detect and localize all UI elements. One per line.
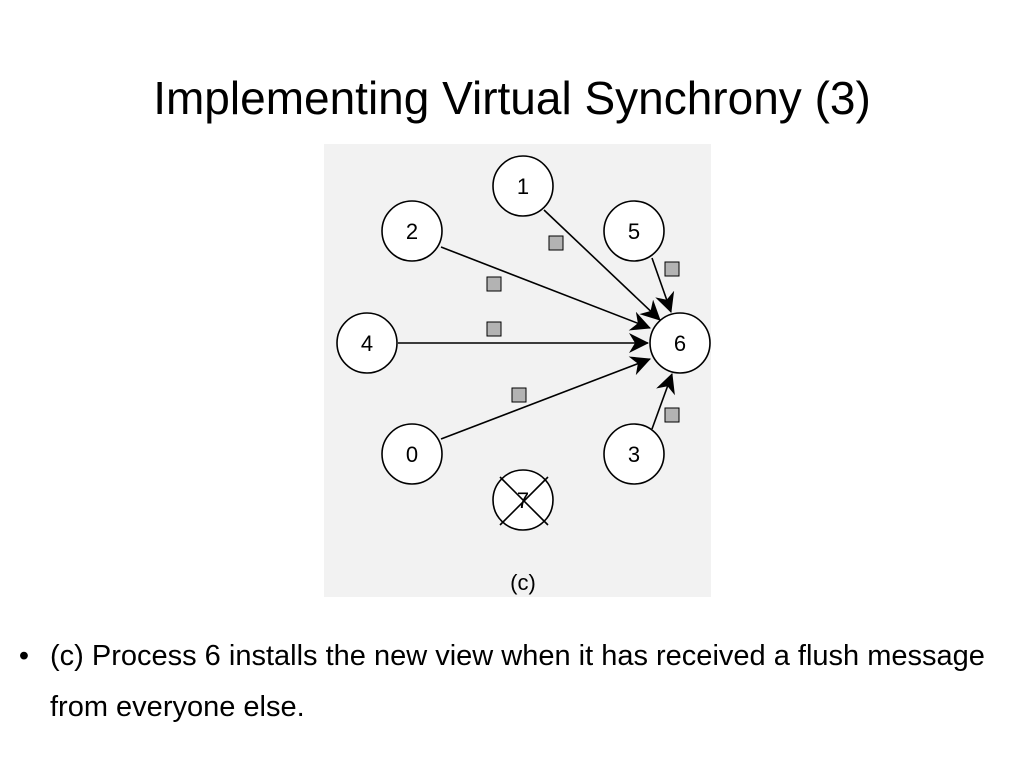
process-node-0: 0 [381,423,443,485]
arrow-1-to-6 [543,209,661,321]
process-node-2: 2 [381,200,443,262]
flush-message-0 [511,387,527,403]
process-node-5: 5 [603,200,665,262]
flush-message-5 [664,261,680,277]
diagram-canvas: 1 2 5 4 6 0 3 7 [336,155,711,595]
flush-arrows [398,209,675,440]
process-node-3: 3 [603,423,665,485]
flush-message-1 [548,235,564,251]
process-label-2: 2 [406,219,418,244]
process-node-7-crashed: 7 [492,469,554,531]
arrow-2-to-6 [440,246,651,331]
arrow-0-to-6 [440,356,651,440]
flush-message-3 [664,407,680,423]
bullet-item: • (c) Process 6 installs the new view wh… [0,631,1024,733]
arrow-3-to-6 [651,373,675,430]
virtual-synchrony-diagram: 1 2 5 4 6 0 3 7 [324,144,711,597]
process-label-5: 5 [628,219,640,244]
process-label-6: 6 [674,331,686,356]
flush-message-boxes [486,235,680,423]
bullet-text: (c) Process 6 installs the new view when… [50,640,985,723]
process-label-3: 3 [628,442,640,467]
process-label-1: 1 [517,174,529,199]
bullet-marker: • [18,640,30,672]
flush-message-4 [486,321,502,337]
bullet-list: • (c) Process 6 installs the new view wh… [0,631,1024,733]
process-node-1: 1 [492,155,554,217]
arrow-5-to-6 [651,257,675,313]
slide-title: Implementing Virtual Synchrony (3) [153,72,871,124]
process-node-4: 4 [336,312,398,374]
diagram-caption: (c) [510,570,536,595]
crash-cross-line-b [499,476,549,526]
process-label-4: 4 [361,331,373,356]
process-node-6: 6 [649,312,711,374]
process-label-0: 0 [406,442,418,467]
flush-message-2 [486,276,502,292]
